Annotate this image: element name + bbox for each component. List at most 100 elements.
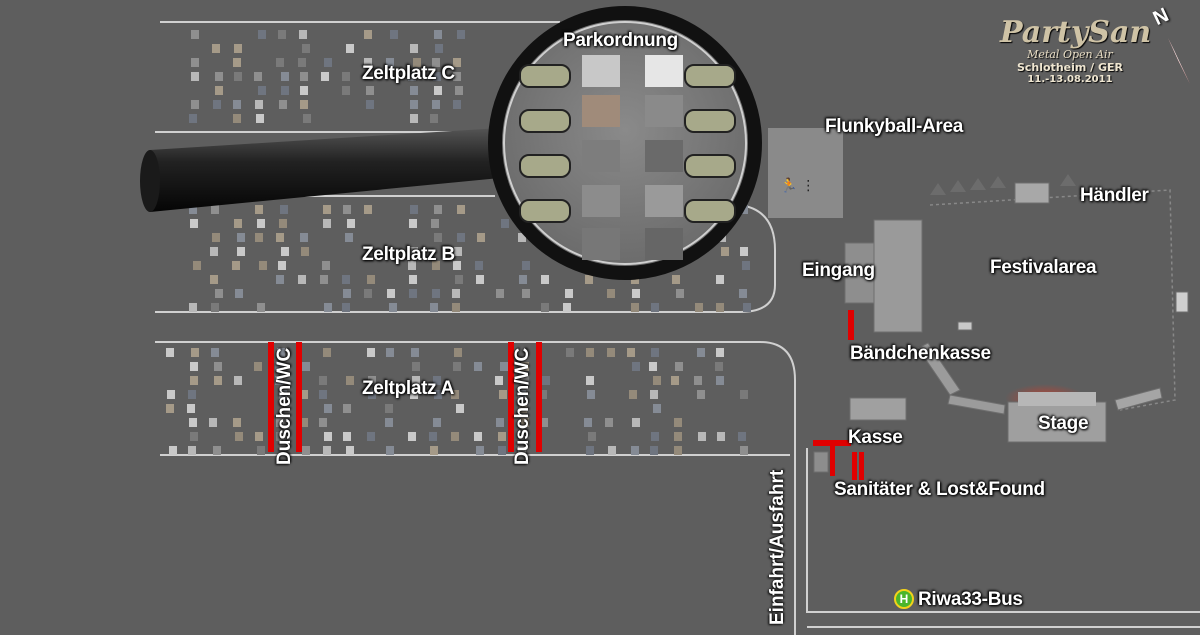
tent-marker xyxy=(453,261,461,270)
tent-marker xyxy=(540,418,548,427)
tent-marker xyxy=(189,114,197,123)
tent-marker xyxy=(346,44,354,53)
tent-marker xyxy=(233,58,241,67)
tent-marker xyxy=(476,275,484,284)
tent-marker xyxy=(695,303,703,312)
car-icon xyxy=(519,199,571,223)
tent-marker xyxy=(496,289,504,298)
tent-marker xyxy=(322,261,330,270)
tent-marker xyxy=(563,303,571,312)
tent-marker xyxy=(346,376,354,385)
tent-marker xyxy=(651,303,659,312)
logo-title: PartySan xyxy=(1000,15,1152,50)
tent-marker xyxy=(432,100,440,109)
lens-block xyxy=(645,55,683,87)
compass-arrow-icon xyxy=(1168,38,1190,84)
tent-marker xyxy=(411,348,419,357)
tent-marker xyxy=(386,58,394,67)
tent-marker xyxy=(430,303,438,312)
tent-marker xyxy=(323,219,331,228)
tent-marker xyxy=(342,303,350,312)
tent-marker xyxy=(258,30,266,39)
tent-marker xyxy=(433,376,441,385)
tent-marker xyxy=(343,404,351,413)
tent-marker xyxy=(715,362,723,371)
tent-marker xyxy=(166,348,174,357)
tent-marker xyxy=(364,30,372,39)
tent-marker xyxy=(390,30,398,39)
tent-marker xyxy=(457,30,465,39)
tent-marker xyxy=(716,275,724,284)
tent-marker xyxy=(434,205,442,214)
tent-marker xyxy=(433,418,441,427)
tent-marker xyxy=(721,247,729,256)
tent-marker xyxy=(385,404,393,413)
car-icon xyxy=(519,64,571,88)
tent-marker xyxy=(674,446,682,455)
tent-marker xyxy=(321,72,329,81)
tent-marker xyxy=(410,247,418,256)
tent-marker xyxy=(347,219,355,228)
tent-marker xyxy=(631,303,639,312)
tent-marker xyxy=(303,114,311,123)
label-duschen-wc-1: Duschen/WC xyxy=(274,347,295,465)
tent-marker xyxy=(674,418,682,427)
tent-marker xyxy=(539,390,547,399)
tent-marker xyxy=(279,219,287,228)
tent-marker xyxy=(323,446,331,455)
tent-marker xyxy=(434,86,442,95)
tent-marker xyxy=(740,390,748,399)
tent-marker xyxy=(233,114,241,123)
tent-marker xyxy=(541,303,549,312)
label-kasse: Kasse xyxy=(848,427,903,448)
logo-subtitle: Metal Open Air xyxy=(1027,48,1113,61)
tent-marker xyxy=(586,446,594,455)
tent-marker xyxy=(324,303,332,312)
car-icon xyxy=(684,199,736,223)
label-einfahrt-ausfahrt: Einfahrt/Ausfahrt xyxy=(767,469,788,625)
tent-marker xyxy=(190,362,198,371)
tent-marker xyxy=(302,362,310,371)
tent-marker xyxy=(521,418,529,427)
tent-marker xyxy=(215,289,223,298)
label-baendchenkasse: Bändchenkasse xyxy=(850,343,991,364)
tent-marker xyxy=(214,376,222,385)
tent-marker xyxy=(632,289,640,298)
tent-marker xyxy=(650,390,658,399)
tent-marker xyxy=(716,348,724,357)
tent-marker xyxy=(387,289,395,298)
festival-buildings xyxy=(813,182,1189,473)
tent-marker xyxy=(675,362,683,371)
label-eingang: Eingang xyxy=(802,260,875,281)
tent-marker xyxy=(346,446,354,455)
tent-marker xyxy=(674,432,682,441)
tent-marker xyxy=(408,261,416,270)
tent-marker xyxy=(300,86,308,95)
tent-marker xyxy=(343,289,351,298)
tent-marker xyxy=(345,233,353,242)
bus-stop-icon: H xyxy=(894,589,914,609)
tent-marker xyxy=(498,432,506,441)
tent-marker xyxy=(518,446,526,455)
tent-marker xyxy=(324,432,332,441)
compass: N xyxy=(1150,4,1194,86)
tent-marker xyxy=(742,261,750,270)
tent-marker xyxy=(233,100,241,109)
tent-marker xyxy=(716,376,724,385)
car-icon xyxy=(684,64,736,88)
tent-marker xyxy=(697,390,705,399)
tent-marker xyxy=(187,404,195,413)
tent-marker xyxy=(298,275,306,284)
tent-marker xyxy=(276,432,284,441)
tent-marker xyxy=(193,261,201,270)
tent-marker xyxy=(298,58,306,67)
tent-marker xyxy=(254,362,262,371)
tent-marker xyxy=(455,275,463,284)
tent-marker xyxy=(281,72,289,81)
tent-marker xyxy=(456,404,464,413)
tent-marker xyxy=(166,404,174,413)
tent-marker xyxy=(651,348,659,357)
label-haendler: Händler xyxy=(1080,185,1149,206)
tent-marker xyxy=(587,390,595,399)
